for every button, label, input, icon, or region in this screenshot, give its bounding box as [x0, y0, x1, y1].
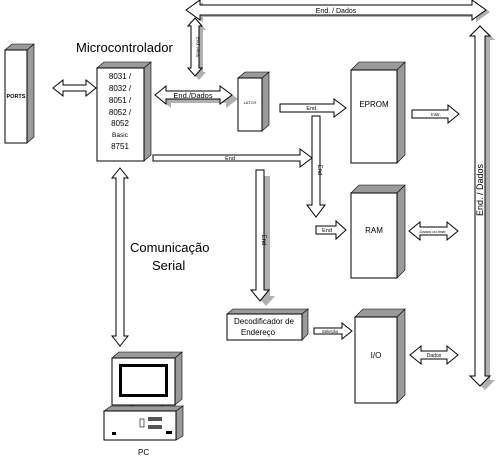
mcu-model-6: Basic: [112, 132, 129, 139]
mcu-model-1: 8031 /: [109, 72, 132, 81]
comm-label-line1: Comunicação: [130, 240, 210, 255]
end-dados-arrow: End./Dados: [154, 84, 238, 108]
instr-label: Instr.: [431, 112, 441, 117]
dados-io-label: Dados: [427, 353, 442, 359]
dados-instr-arrow: Dados ou Instr.: [408, 220, 459, 242]
right-bus-label: End. / Dados: [475, 163, 485, 216]
latch-ram-vertical-arrow: End: [306, 115, 326, 218]
latch-block: LATCH: [237, 71, 270, 132]
end-altos-label: End. Altos: [196, 37, 201, 58]
selecao-arrow: Seleção: [313, 321, 353, 341]
selecao-label: Seleção: [322, 329, 339, 334]
end-decoder-label: End: [260, 235, 266, 246]
latch-eprom-arrow: End.: [279, 98, 347, 118]
right-bus-arrow: End. / Dados: [468, 25, 495, 390]
eprom-label: EPROM: [359, 100, 389, 109]
eprom-block: EPROM: [350, 61, 406, 164]
ram-label: RAM: [365, 226, 383, 235]
latch-label: LATCH: [244, 100, 257, 105]
decoder-label-line1: Decodificador de: [234, 317, 295, 326]
pc-computer-icon: [103, 351, 184, 441]
end-vertical-latch-label: End: [316, 165, 322, 176]
ports-mcu-arrow: [52, 78, 97, 98]
end-dados-label: End./Dados: [173, 91, 212, 100]
serial-comm-arrow: [110, 167, 130, 347]
pc-label: PC: [138, 448, 149, 457]
ports-block: PORTS: [4, 43, 35, 144]
end-altos-arrow: End. Altos: [186, 17, 206, 80]
dados-io-arrow: Dados: [409, 344, 459, 366]
mcu-model-4: 8052 /: [109, 108, 132, 117]
ports-label: PORTS: [7, 94, 26, 100]
mcu-model-3: 8051 /: [109, 96, 132, 105]
ram-block: RAM: [350, 184, 406, 279]
mcu-block: 8031 / 8032 / 8051 / 8052 / 8052 Basic 8…: [96, 61, 152, 162]
end-ram-arrow: End: [315, 219, 347, 241]
end-latch-label: End.: [306, 106, 318, 112]
end-ram-label: End: [322, 228, 332, 234]
decoder-block: Decodificador de Endereço: [226, 308, 309, 341]
mcu-model-2: 8032 /: [109, 84, 132, 93]
mcu-eprom-arrow: End: [152, 148, 313, 168]
io-label: I/O: [371, 351, 382, 360]
mcu-title: Microcontrolador: [76, 40, 173, 55]
mcu-model-5: 8052: [111, 119, 129, 128]
mcu-model-7: 8751: [111, 142, 129, 151]
end-mcu-label: End: [225, 156, 235, 162]
top-bus-arrow: End. / Dados: [185, 0, 490, 22]
dados-instr-label: Dados ou Instr.: [420, 229, 447, 234]
decoder-label-line2: Endereço: [241, 328, 276, 337]
top-bus-label: End. / Dados: [316, 8, 357, 15]
io-block: I/O: [354, 308, 406, 404]
instr-arrow: Instr.: [411, 103, 460, 125]
comm-label-line2: Serial: [152, 258, 185, 273]
decoder-vertical-arrow: End: [249, 169, 275, 306]
